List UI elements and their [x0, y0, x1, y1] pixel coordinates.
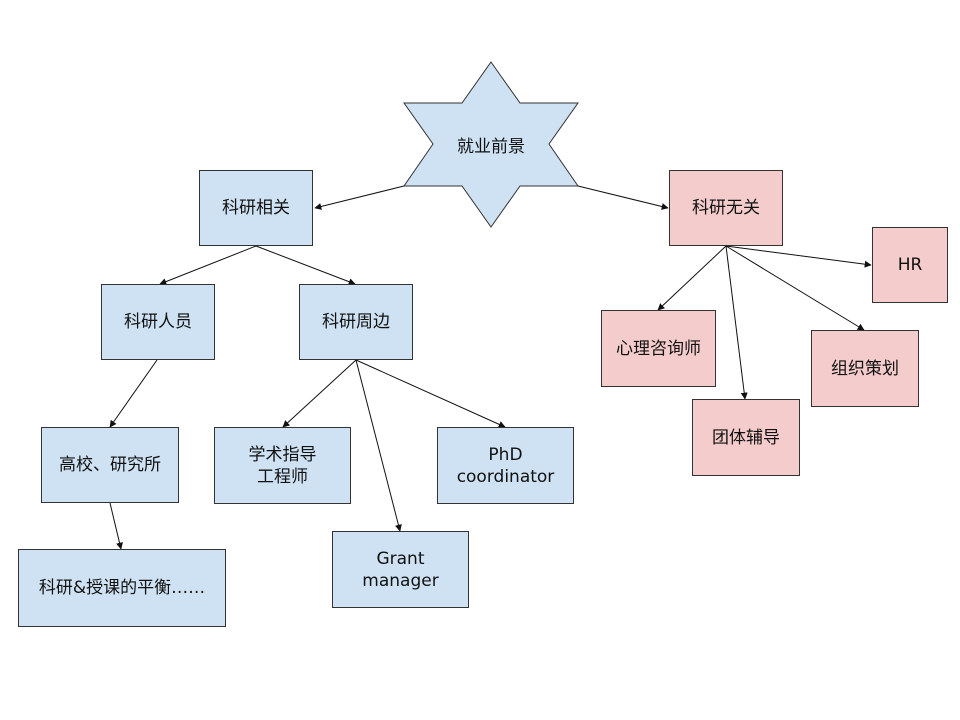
edge-periphery-grant — [355, 359, 402, 532]
edge-root-unrelated — [577, 185, 669, 210]
node-phd-coordinator: PhD coordinator — [437, 427, 574, 504]
edge-unrelated-psych — [657, 245, 727, 311]
node-research-periphery: 科研周边 — [299, 284, 413, 360]
node-research-unrelated: 科研无关 — [669, 170, 783, 246]
edge-researchers-universities — [109, 359, 158, 428]
node-grant-manager: Grant manager — [332, 531, 469, 608]
node-research-teaching-balance: 科研&授课的平衡…… — [18, 549, 226, 627]
edge-unrelated-hr — [725, 245, 872, 268]
root-label: 就业前景 — [457, 136, 525, 157]
node-group-counseling: 团体辅导 — [692, 399, 800, 476]
node-hr: HR — [872, 227, 948, 303]
node-universities-institutes: 高校、研究所 — [41, 427, 179, 503]
node-researchers: 科研人员 — [101, 284, 215, 360]
node-academic-guidance-engineer: 学术指导 工程师 — [214, 427, 351, 504]
edge-unrelated-group — [725, 245, 748, 400]
edge-related-researchers — [159, 245, 257, 285]
node-psychological-counselor: 心理咨询师 — [601, 310, 716, 387]
edge-periphery-phd — [355, 359, 506, 428]
root-star-shape — [403, 61, 579, 228]
edge-universities-balance — [109, 502, 123, 550]
edge-root-related — [314, 185, 405, 210]
edge-periphery-guidance — [282, 359, 357, 428]
node-organization-planning: 组织策划 — [811, 330, 919, 407]
node-research-related: 科研相关 — [199, 170, 313, 246]
edge-related-periphery — [255, 245, 356, 286]
edge-unrelated-org — [725, 245, 865, 331]
